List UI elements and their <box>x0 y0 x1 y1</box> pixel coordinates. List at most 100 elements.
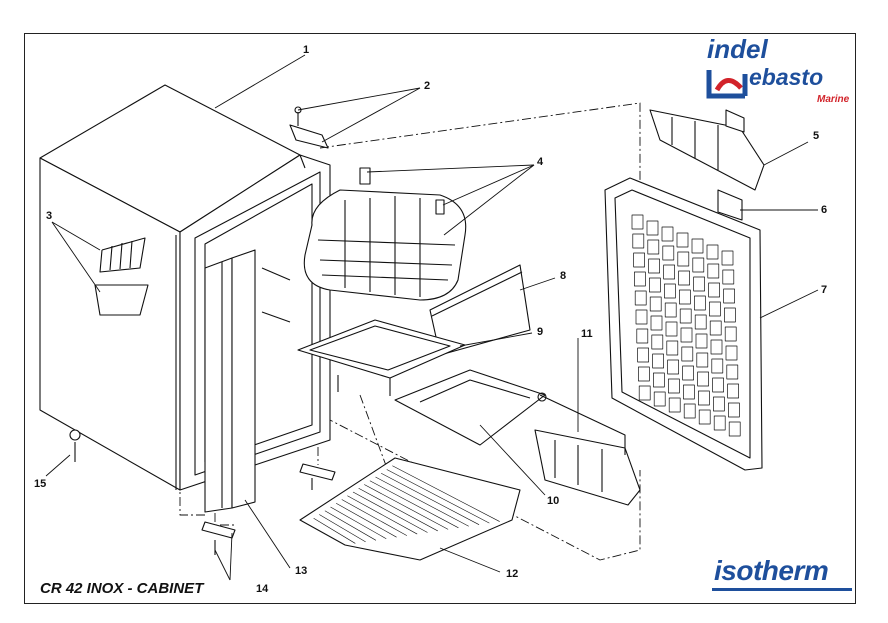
callout-10: 10 <box>547 495 560 507</box>
door-grid-cell <box>679 308 692 324</box>
callout-2: 2 <box>424 80 431 92</box>
door-grid-cell <box>638 366 650 382</box>
door-grid-cell <box>724 307 736 323</box>
shelf-grid <box>299 457 521 561</box>
door-grid-cell <box>691 238 704 254</box>
callout-12: 12 <box>506 568 519 580</box>
door-grid-cell <box>709 320 722 336</box>
door-grid-cell <box>666 340 679 356</box>
door-grid-cell <box>661 226 674 242</box>
drawing-caption: CR 42 INOX - CABINET <box>40 580 204 597</box>
shelf-wire <box>386 469 490 524</box>
shelf-wire <box>341 499 408 536</box>
door-grid-cell <box>637 347 649 363</box>
door-grid-cell <box>683 403 696 419</box>
drawing-frame <box>24 33 856 604</box>
drip-tray <box>394 369 546 446</box>
shelf-wire <box>375 476 469 527</box>
door-grid-cell <box>712 377 724 393</box>
webasto-wordmark: ebasto <box>749 64 824 90</box>
door-grid-cell <box>667 359 679 375</box>
callout-15: 15 <box>34 478 47 490</box>
door-panel <box>604 177 763 471</box>
door-grid-cell <box>723 288 735 304</box>
door-grid-cell <box>668 378 680 394</box>
shelf-wire <box>364 484 449 530</box>
door-grid-cell <box>652 353 664 369</box>
door-grid-cell <box>693 276 705 292</box>
door-grid-cell <box>653 372 665 388</box>
shelf-wire <box>358 487 438 532</box>
door-grid-cell <box>664 302 677 318</box>
door-grid-cell <box>649 296 662 312</box>
isotherm-logo: isotherm <box>706 555 856 595</box>
door-grid-cell <box>727 383 739 399</box>
shelf-wire <box>335 502 397 538</box>
callout-8: 8 <box>560 270 567 282</box>
callout-14: 14 <box>256 583 269 595</box>
shelf-wire <box>313 517 356 544</box>
shelf-wire <box>319 514 366 543</box>
door-grid-cell <box>632 233 645 249</box>
door-grid-cell <box>651 334 664 350</box>
door-grid-cell <box>633 252 645 268</box>
door-grid-cell <box>676 232 689 248</box>
shelf-wire <box>330 506 387 540</box>
webasto-w-mark-icon <box>706 70 748 99</box>
door-grid-cell <box>680 327 693 343</box>
door-grid-cell <box>698 390 710 406</box>
door-grid-cell <box>681 346 694 362</box>
door-grid-cell <box>722 269 735 285</box>
door-grid-cell <box>724 326 737 342</box>
indel-webasto-logo: indel ebasto Marine <box>703 34 859 122</box>
door-grid-cell <box>677 251 690 267</box>
door-grid-cell <box>636 328 649 344</box>
shelf-wire <box>347 495 418 535</box>
door-grid-cell <box>679 289 691 305</box>
door-grid-cell <box>728 421 741 437</box>
door-grid-cell <box>638 385 651 401</box>
shelf-wire <box>324 510 377 541</box>
door-grid-cell <box>726 364 739 380</box>
door-grid-cell <box>635 309 648 325</box>
door-grid-cell <box>646 220 659 236</box>
door-grid-cell <box>709 301 721 317</box>
door-grid-cell <box>721 250 734 266</box>
callout-9: 9 <box>537 326 544 338</box>
door-grid-cell <box>692 257 705 273</box>
door-grid-cell <box>708 282 720 298</box>
door-grid-cell <box>710 339 723 355</box>
door-grid-cell <box>696 352 709 368</box>
door-grid-cell <box>707 263 720 279</box>
adjustable-foot <box>69 429 81 462</box>
top-hinge <box>289 106 329 149</box>
door-grid-cell <box>713 415 726 431</box>
shelf-wire <box>392 465 500 522</box>
door-grid-cell <box>728 402 740 418</box>
callout-7: 7 <box>821 284 828 296</box>
door-grid-cell <box>711 358 724 374</box>
indel-wordmark: indel <box>707 34 768 64</box>
door-grid-cell <box>706 244 719 260</box>
door-grid-cell <box>713 396 725 412</box>
door-grid-cell <box>664 283 676 299</box>
cabinet-body <box>39 84 331 491</box>
callout-13: 13 <box>295 565 308 577</box>
door-grid-cell <box>725 345 738 361</box>
door-grid-cell <box>650 315 663 331</box>
door-grid-cell <box>695 333 708 349</box>
door-grid-cell <box>653 391 666 407</box>
evaporator <box>303 167 467 301</box>
door-latch <box>717 189 743 221</box>
callout-5: 5 <box>813 130 820 142</box>
door-grid-cell <box>683 384 695 400</box>
callout-1: 1 <box>303 44 310 56</box>
shelf-wire <box>380 472 480 525</box>
callout-11: 11 <box>581 328 593 340</box>
door-grid-cell <box>663 264 675 280</box>
door-grid-cell <box>662 245 675 261</box>
door-grid-cell <box>665 321 678 337</box>
isotherm-wordmark: isotherm <box>714 555 829 586</box>
door-grid-cell <box>694 295 706 311</box>
